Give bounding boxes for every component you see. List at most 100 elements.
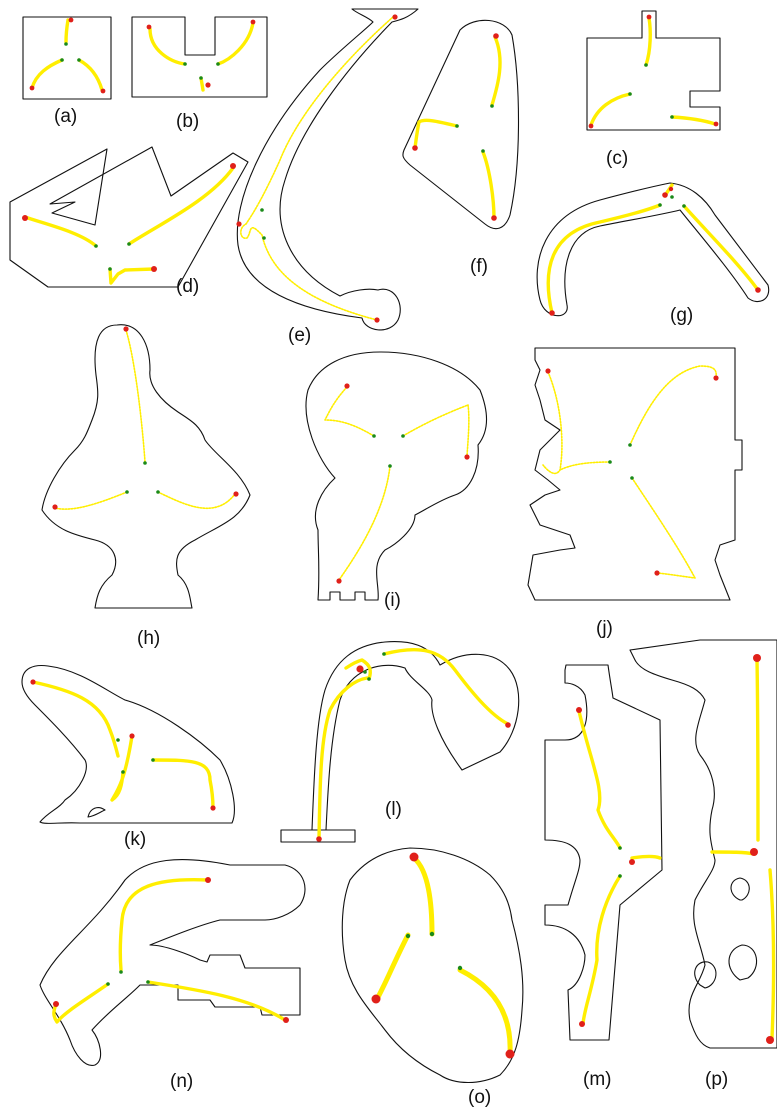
- robot-path: [630, 854, 662, 860]
- environment-outline: [41, 324, 251, 609]
- start-point: [125, 490, 129, 494]
- start-point: [401, 434, 405, 438]
- robot-path: [148, 27, 187, 66]
- panel-label: (m): [583, 1069, 611, 1090]
- robot-path: [317, 676, 369, 840]
- goal-point: [236, 221, 242, 227]
- goal-point: [129, 733, 135, 739]
- goal-point: [755, 287, 761, 293]
- environment-outline: [22, 16, 112, 100]
- start-point: [618, 874, 622, 878]
- start-point: [405, 933, 411, 939]
- robot-path: [64, 18, 70, 44]
- panel-a: (a): [22, 16, 112, 127]
- start-point: [630, 476, 634, 480]
- goal-point: [409, 852, 419, 862]
- panel-e: (e): [236, 8, 419, 346]
- start-point: [670, 115, 674, 119]
- goal-point: [151, 266, 157, 272]
- goal-point: [123, 326, 129, 332]
- robot-path: [338, 465, 391, 581]
- robot-path: [542, 371, 563, 475]
- goal-point: [205, 82, 211, 88]
- spiral-obstacle: [730, 877, 750, 901]
- robot-path: [589, 92, 632, 127]
- start-point: [119, 970, 123, 974]
- start-point: [363, 670, 367, 674]
- goal-point: [668, 186, 674, 192]
- robot-path: [411, 855, 435, 937]
- robot-path: [157, 491, 236, 510]
- goal-point: [662, 192, 668, 198]
- start-point: [116, 738, 120, 742]
- panel-label: (p): [705, 1069, 728, 1090]
- goal-point: [713, 121, 719, 127]
- start-point: [121, 770, 125, 774]
- goal-point: [68, 17, 74, 23]
- goal-point: [233, 491, 239, 497]
- goal-point: [629, 859, 635, 865]
- robot-path: [546, 203, 662, 315]
- start-point: [382, 652, 386, 656]
- start-point: [94, 244, 98, 248]
- panel-label: (c): [606, 148, 628, 169]
- goal-point: [412, 145, 418, 151]
- panel-label: (l): [385, 799, 402, 820]
- panel-label: (g): [670, 305, 693, 326]
- panel-j: (j): [527, 347, 743, 639]
- start-point: [262, 236, 266, 240]
- start-point: [60, 58, 64, 62]
- environment-outline: [527, 347, 743, 601]
- panel-i: (i): [305, 351, 488, 611]
- goal-point: [579, 1021, 585, 1027]
- robot-path: [110, 734, 134, 802]
- goal-point: [491, 215, 497, 221]
- goal-point: [210, 805, 216, 811]
- start-point: [156, 490, 160, 494]
- goal-point: [588, 123, 594, 129]
- panel-label: (f): [470, 256, 488, 277]
- goal-point: [464, 454, 470, 460]
- goal-point: [316, 836, 322, 842]
- goal-point: [753, 654, 761, 662]
- start-point: [618, 846, 622, 850]
- goal-point: [549, 310, 555, 316]
- goal-point: [392, 14, 398, 20]
- robot-path: [768, 868, 776, 1040]
- environment-outline: [544, 664, 663, 1041]
- panel-label: (d): [176, 276, 199, 297]
- panel-k: (k): [21, 664, 235, 850]
- robot-path: [631, 477, 696, 579]
- start-point: [146, 980, 150, 984]
- goal-point: [505, 722, 511, 728]
- panel-o: (o): [341, 847, 524, 1108]
- environment-outline: [39, 858, 306, 1066]
- goal-point: [283, 1017, 289, 1023]
- start-point: [658, 203, 662, 207]
- robot-path: [413, 118, 459, 150]
- robot-path: [457, 967, 513, 1056]
- goal-point: [371, 994, 381, 1004]
- robot-path: [481, 150, 496, 220]
- robot-path: [629, 365, 718, 446]
- panel-d: (d): [9, 146, 249, 297]
- environment-outline: [21, 664, 235, 824]
- start-point: [628, 92, 632, 96]
- environment-outline: [629, 639, 777, 1049]
- environment-outline: [341, 847, 524, 1083]
- robot-path: [54, 491, 128, 510]
- environment-outline: [536, 182, 770, 317]
- start-point: [183, 62, 187, 66]
- robot-path: [52, 982, 110, 1024]
- robot-path: [108, 267, 156, 285]
- robot-path: [324, 386, 375, 437]
- environment-outline: [236, 8, 419, 331]
- goal-point: [374, 317, 380, 323]
- robot-path: [31, 680, 120, 758]
- goal-point: [52, 504, 58, 510]
- robot-path: [125, 329, 146, 463]
- panel-n: (n): [39, 858, 306, 1092]
- panel-label: (o): [468, 1087, 491, 1108]
- start-point: [127, 242, 131, 246]
- goal-point: [22, 215, 28, 221]
